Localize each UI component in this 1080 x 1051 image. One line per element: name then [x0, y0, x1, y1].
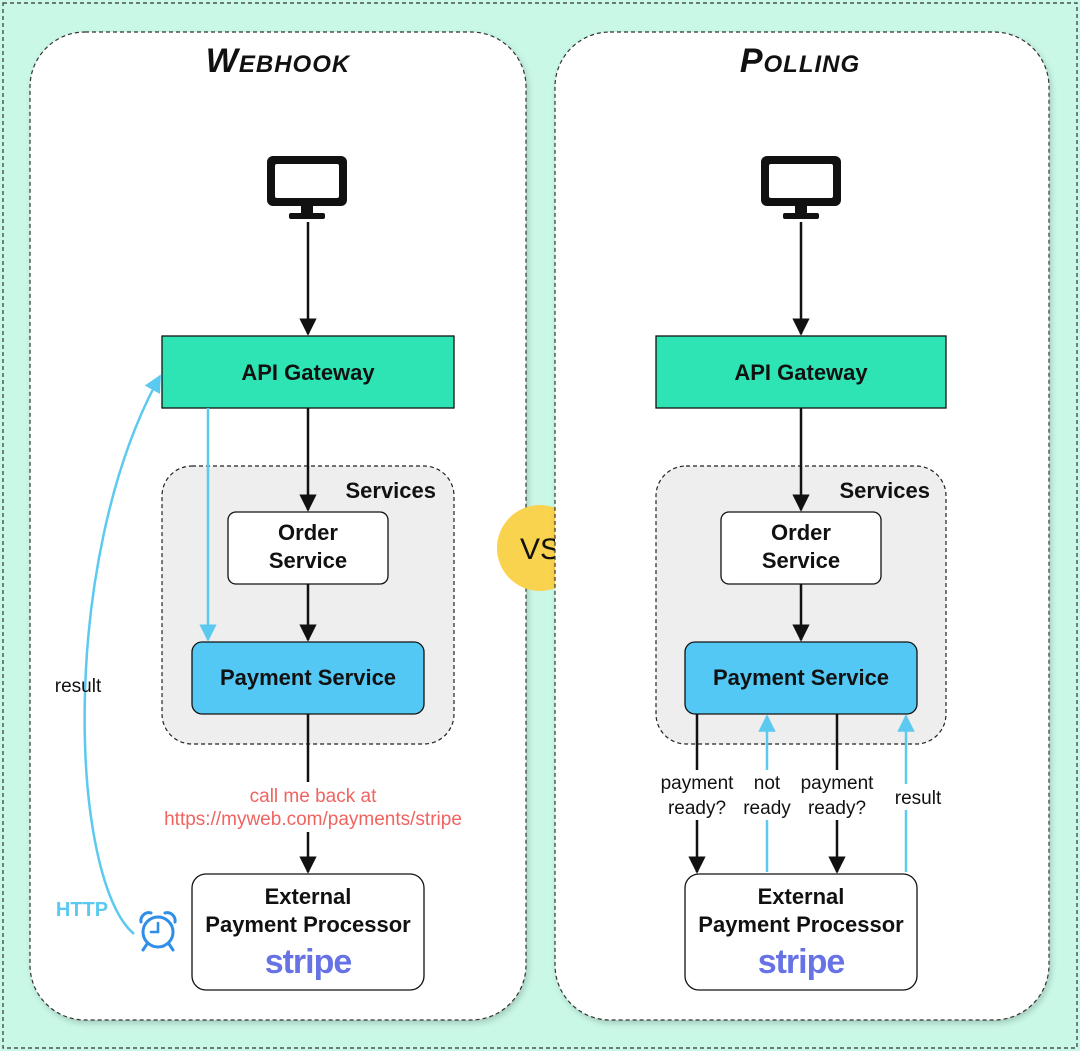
payment-service-label: Payment Service: [220, 665, 396, 690]
polling-title: Polling: [740, 42, 860, 80]
api-gateway-label: API Gateway: [734, 360, 868, 385]
payment-service-box: [684, 641, 918, 715]
callback-text-background: [150, 782, 476, 832]
result-label: result: [55, 676, 102, 697]
result-callback-curve: [83, 374, 162, 935]
api-gateway-box: [655, 335, 947, 409]
poll-label-payment-ready-1b: ready?: [668, 798, 726, 819]
poll-label-background: [886, 784, 948, 810]
alarm-clock-icon: [139, 911, 177, 952]
webhook-title: Webhook: [206, 42, 351, 80]
stripe-logo: stripe: [265, 943, 352, 981]
order-service-label-line1: Order: [771, 520, 831, 545]
vs-label: VS: [520, 533, 560, 566]
callback-text-line1: call me back at: [250, 786, 377, 807]
external-processor-label-line1: External: [758, 884, 845, 909]
poll-label-payment-ready-2a: payment: [801, 773, 875, 794]
payment-service-label: Payment Service: [713, 665, 889, 690]
poll-label-background: [654, 770, 740, 820]
monitor-icon: [267, 156, 347, 219]
poll-label-payment-ready-2b: ready?: [808, 798, 866, 819]
external-processor-label-line1: External: [265, 884, 352, 909]
external-processor-box: [191, 873, 425, 991]
order-service-label-line2: Service: [762, 548, 840, 573]
external-processor-box: [684, 873, 918, 991]
poll-label-not-ready-a: not: [754, 773, 781, 794]
http-label: HTTP: [56, 899, 108, 921]
services-group-label: Services: [839, 478, 930, 503]
poll-label-background: [740, 770, 794, 820]
services-group-label: Services: [345, 478, 436, 503]
external-processor-label-line2: Payment Processor: [698, 912, 904, 937]
poll-label-result: result: [895, 788, 942, 809]
webhook-panel: Webhook API Gateway Services Order Servi…: [29, 31, 527, 1021]
stripe-logo: stripe: [758, 943, 845, 981]
monitor-icon: [761, 156, 841, 219]
order-service-label-line2: Service: [269, 548, 347, 573]
order-service-label-line1: Order: [278, 520, 338, 545]
api-gateway-label: API Gateway: [241, 360, 375, 385]
poll-label-payment-ready-1a: payment: [661, 773, 735, 794]
poll-label-background: [794, 770, 880, 820]
polling-panel: Polling API Gateway Services Order Servi…: [554, 31, 1050, 1021]
poll-label-not-ready-b: ready: [743, 798, 791, 819]
callback-text-line2: https://myweb.com/payments/stripe: [164, 809, 462, 830]
external-processor-label-line2: Payment Processor: [205, 912, 411, 937]
